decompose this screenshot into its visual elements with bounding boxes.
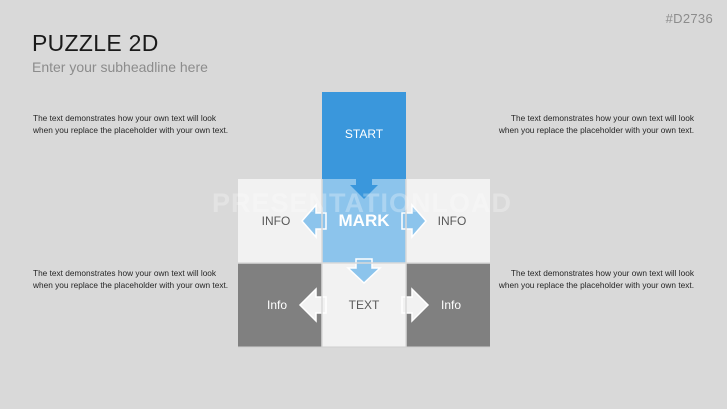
label-info-left: INFO <box>261 214 291 228</box>
watermark: PRESENTATIONLOAD <box>212 188 513 218</box>
arrow-right-text <box>401 287 430 323</box>
text-block-bottom-right: The text demonstrates how your own text … <box>498 268 694 291</box>
arrow-down-mark <box>346 258 382 285</box>
label-info-bottom-right: Info <box>440 298 461 312</box>
label-text: TEXT <box>348 298 380 312</box>
label-info-right: INFO <box>437 214 467 228</box>
page-subtitle: Enter your subheadline here <box>32 59 208 75</box>
page-title: PUZZLE 2D <box>32 30 159 56</box>
arrow-right-mark <box>401 203 427 239</box>
arrow-down-start <box>350 174 378 199</box>
label-mark: MARK <box>338 211 390 230</box>
piece-start <box>322 92 406 179</box>
text-block-bottom-left: The text demonstrates how your own text … <box>33 268 229 291</box>
label-info-bottom-left: Info <box>266 298 287 312</box>
label-start: START <box>344 127 384 141</box>
arrow-left-text <box>298 287 327 323</box>
slide-id: #D2736 <box>665 11 713 26</box>
text-block-top-right: The text demonstrates how your own text … <box>498 113 694 136</box>
arrow-left-mark <box>301 203 327 239</box>
text-block-top-left: The text demonstrates how your own text … <box>33 113 229 136</box>
